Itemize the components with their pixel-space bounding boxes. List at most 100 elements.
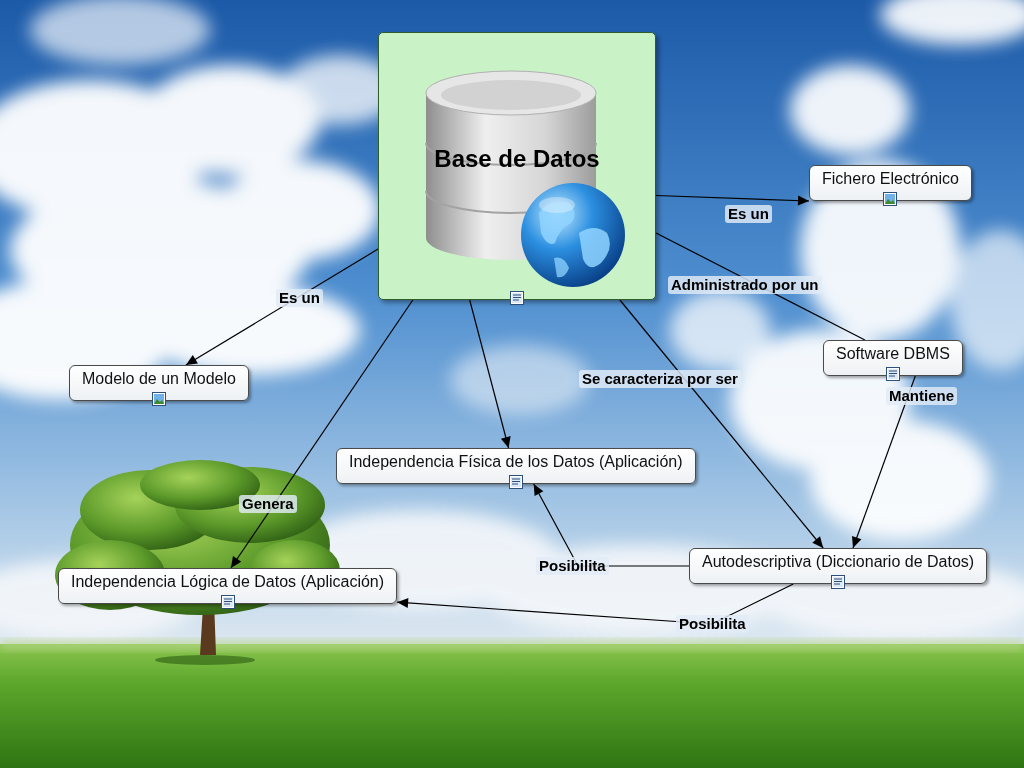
graphic-part <box>834 579 842 580</box>
clouds-right <box>670 0 1024 540</box>
graphic-part <box>224 604 230 605</box>
graphic-part <box>885 199 895 204</box>
edge-label: Es un <box>725 205 772 223</box>
edge-label: Mantiene <box>886 387 957 405</box>
note-icon <box>221 595 235 609</box>
graphic-part <box>889 373 897 374</box>
node-text: Autodescriptiva (Diccionario de Datos) <box>702 553 974 571</box>
graphic-part <box>154 394 164 404</box>
concept-box: Fichero Electrónico <box>809 165 972 201</box>
graphic-part <box>224 599 232 600</box>
arrowhead <box>186 355 198 365</box>
connector <box>470 300 511 448</box>
connector <box>534 484 689 566</box>
concept-box: Autodescriptiva (Diccionario de Datos) <box>689 548 987 584</box>
graphic-part <box>512 293 522 303</box>
node-text: Fichero Electrónico <box>822 170 959 188</box>
node-text: Independencia Física de los Datos (Aplic… <box>349 453 683 471</box>
graphic-part <box>513 300 519 301</box>
note-icon <box>510 291 524 305</box>
graphic-part <box>539 197 575 213</box>
graphic-part <box>140 285 360 375</box>
node-text: Software DBMS <box>836 345 950 363</box>
graphic-part <box>579 228 610 267</box>
graphic-part <box>885 194 895 204</box>
graphic-part <box>513 295 521 296</box>
graphic-part <box>155 655 255 665</box>
image-icon <box>883 192 897 206</box>
connector <box>231 300 413 568</box>
graphic-part <box>224 601 232 602</box>
note-icon <box>886 367 900 381</box>
connector-line <box>656 233 865 340</box>
graphic-part <box>426 71 596 115</box>
node-title: Base de Datos <box>379 145 655 173</box>
graphic-part <box>513 297 521 298</box>
connector-line <box>470 300 509 448</box>
concept-box: Software DBMS <box>823 340 963 376</box>
edge-label: Es un <box>276 289 323 307</box>
arrowhead <box>534 484 544 496</box>
graphic-part <box>512 484 518 485</box>
graphic-part <box>450 345 590 415</box>
concept-box: Independencia Física de los Datos (Aplic… <box>336 448 696 484</box>
note-icon <box>831 575 845 589</box>
graphic-part <box>834 584 840 585</box>
connector <box>620 300 823 548</box>
graphic-part <box>511 477 521 487</box>
edge-label: Genera <box>239 495 297 513</box>
note-icon <box>509 475 523 489</box>
graphic-part <box>154 399 164 404</box>
sky <box>0 0 1024 650</box>
graphic-part <box>832 576 845 589</box>
graphic-part <box>221 596 234 609</box>
edge-label: Administrado por un <box>668 276 822 294</box>
concept-box: Modelo de un Modelo <box>69 365 249 401</box>
graphic-part <box>509 476 522 489</box>
connector <box>656 233 865 340</box>
graphic-part <box>800 160 960 340</box>
image-icon <box>152 392 166 406</box>
graphic-part <box>834 581 842 582</box>
graphic-part <box>223 597 233 607</box>
connector-line <box>186 249 378 365</box>
graphic-part <box>441 80 581 110</box>
clouds-left <box>0 0 400 400</box>
connector-line <box>620 300 823 548</box>
graphic-part <box>833 577 843 587</box>
concept-box: Independencia Lógica de Datos (Aplicació… <box>58 568 397 604</box>
graphic-part <box>512 479 520 480</box>
edge-label: Posibilita <box>536 557 609 575</box>
connector <box>186 249 378 365</box>
database-box: Base de Datos <box>378 32 656 300</box>
graphic-part <box>152 393 165 406</box>
node-text: Independencia Lógica de Datos (Aplicació… <box>71 573 384 591</box>
arrowhead <box>397 598 408 608</box>
graphic-part <box>884 193 897 206</box>
arrowhead <box>852 536 861 548</box>
tree <box>55 460 340 665</box>
graphic-part <box>889 371 897 372</box>
graphic-part <box>554 257 569 277</box>
graphic-part <box>30 0 210 65</box>
connector-line <box>231 300 413 568</box>
connector-line <box>656 196 809 202</box>
grass <box>0 644 1024 768</box>
graphic-part <box>220 160 380 260</box>
edge-label: Se caracteriza por ser <box>579 370 741 388</box>
edge-label: Posibilita <box>676 615 749 633</box>
graphic-part <box>790 65 910 155</box>
arrowhead <box>231 556 241 568</box>
arrowhead <box>501 436 511 448</box>
graphic-part <box>888 369 898 379</box>
graphic-part <box>886 368 899 381</box>
horizon-haze <box>0 640 1024 650</box>
connector-line <box>534 484 689 566</box>
graphic-part <box>880 0 1024 45</box>
arrowhead <box>798 196 809 206</box>
graphic-part <box>512 481 520 482</box>
node-text: Modelo de un Modelo <box>82 370 236 388</box>
graphic-part <box>889 376 895 377</box>
arrowhead <box>812 536 823 548</box>
graphic-part <box>670 290 770 370</box>
